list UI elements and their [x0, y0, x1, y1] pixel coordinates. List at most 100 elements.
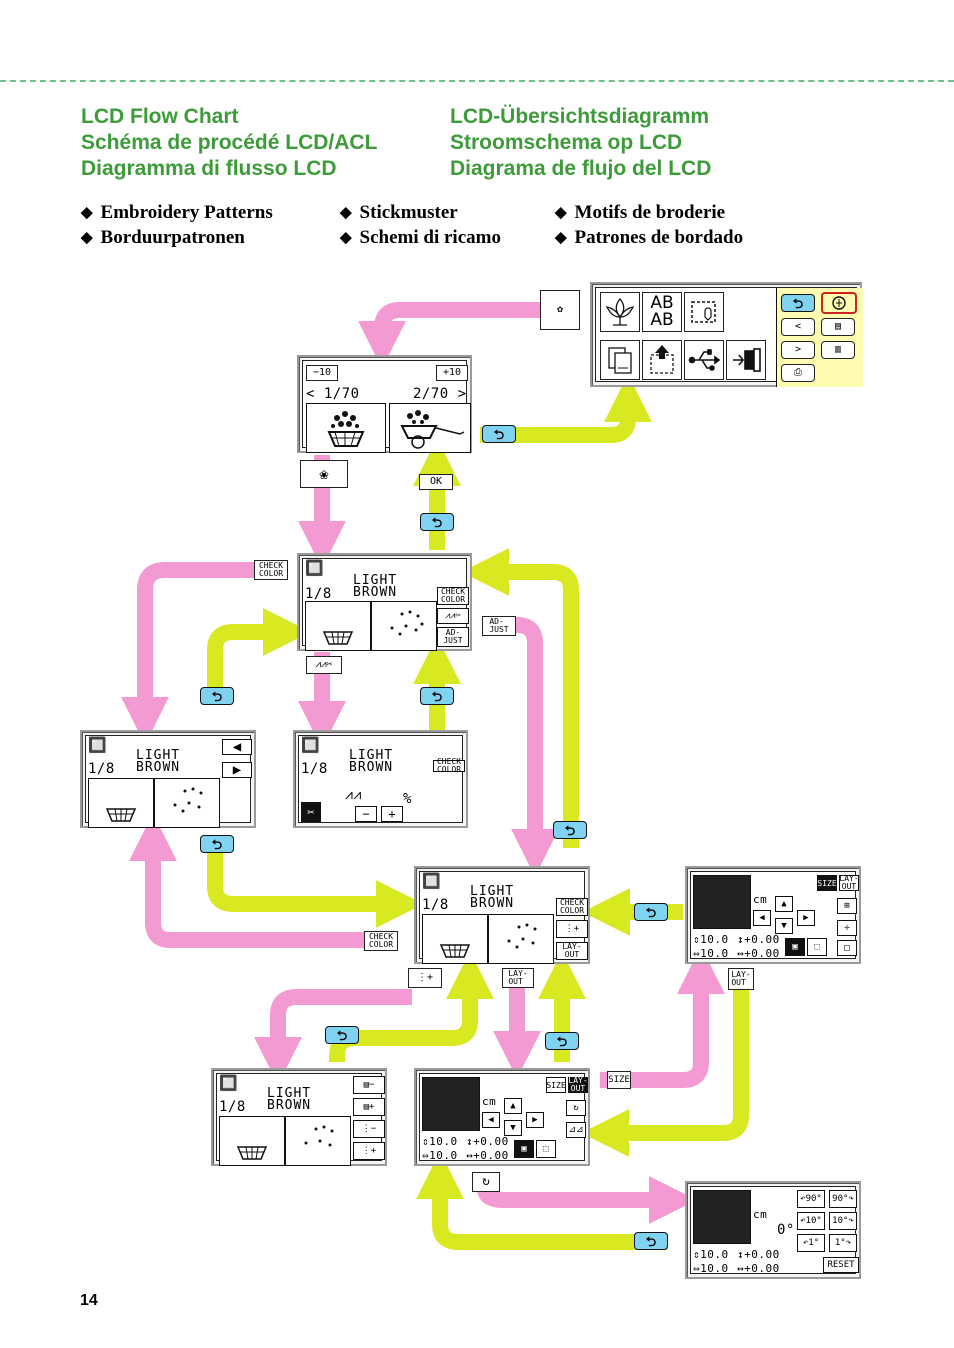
stitch-forward-many-icon[interactable]: ▤+	[353, 1098, 385, 1116]
rotate-plus1-button[interactable]: 1°↷	[829, 1234, 857, 1252]
color-prev-button[interactable]: ◀	[222, 739, 252, 755]
touch-needle[interactable]: ⋮+	[408, 968, 442, 988]
color-next-button[interactable]: ▶	[222, 762, 252, 778]
stitch-mode-icon[interactable]: ▣	[785, 938, 805, 956]
next-page-label[interactable]: 2/70 >	[413, 386, 467, 402]
arrow-pink-to-rotate	[477, 1176, 697, 1224]
needle-position-button[interactable]: ⋮+	[556, 920, 588, 938]
minus-ten-button[interactable]: −10	[306, 365, 338, 381]
h-offset-label: ↔+0.00	[466, 1149, 509, 1162]
enlarge-icon[interactable]: ⊞	[837, 898, 857, 914]
stitch-select-button[interactable]: ⩘⩘✂	[437, 608, 469, 624]
move-down-icon[interactable]: ▼	[775, 918, 793, 934]
touch-back-icon-6[interactable]: ⮌	[200, 835, 234, 853]
layout-tab[interactable]: LAY- OUT	[568, 1076, 588, 1093]
check-color-button[interactable]: CHECK COLOR	[433, 758, 465, 774]
rotate-icon[interactable]: ↻	[566, 1100, 586, 1116]
usb-icon[interactable]	[684, 340, 724, 380]
move-up-icon[interactable]: ▲	[504, 1098, 522, 1114]
rotate-plus10-button[interactable]: 10°↷	[829, 1212, 857, 1230]
rotate-minus1-button[interactable]: ↶1°	[797, 1234, 825, 1252]
rotate-plus90-button[interactable]: 90°↷	[829, 1190, 857, 1208]
move-left-icon[interactable]: ◀	[753, 910, 771, 926]
touch-back-icon-3[interactable]: ⮌	[200, 687, 234, 705]
memory-pattern-icon[interactable]	[600, 340, 640, 380]
touch-back-icon-2[interactable]: ⮌	[482, 425, 516, 443]
mirror-icon[interactable]: ⊿⊿	[566, 1122, 586, 1138]
touch-back-icon-4[interactable]: ⮌	[420, 687, 454, 705]
move-up-icon[interactable]: ▲	[775, 896, 793, 912]
move-right-icon[interactable]: ▶	[526, 1112, 544, 1128]
touch-back-icon-9[interactable]: ⮌	[545, 1032, 579, 1050]
pocket-memory-icon[interactable]	[642, 340, 682, 380]
next-arrow-icon[interactable]: >	[781, 341, 815, 359]
touch-back-icon-5[interactable]: ⮌	[553, 821, 587, 839]
percent-label: %	[403, 791, 412, 807]
pattern-thumb-cart[interactable]	[389, 403, 471, 453]
sewing-guide-icon[interactable]: ⎙	[781, 364, 815, 382]
rotate-minus10-label: 10°	[805, 1215, 822, 1226]
move-right-icon[interactable]: ▶	[797, 910, 815, 926]
prev-page-label[interactable]: < 1/70	[306, 386, 360, 402]
scissors-icon[interactable]: ✂	[301, 802, 321, 822]
touch-back-icon-10[interactable]: ⮌	[634, 1232, 668, 1250]
pattern-thumb-basket[interactable]	[306, 403, 386, 453]
touch-adjust[interactable]: AD- JUST	[482, 616, 516, 636]
home-back-button[interactable]: ⮌	[781, 294, 815, 312]
color-count: 1/8	[305, 586, 332, 602]
rotate-plus10-label: 10°	[832, 1215, 849, 1226]
trial-icon[interactable]: ⬚	[536, 1140, 556, 1158]
color-name-line2: BROWN	[136, 760, 181, 775]
increase-button[interactable]: +	[381, 806, 403, 822]
layout-tab[interactable]: LAY- OUT	[839, 874, 859, 891]
center-icon[interactable]: ✛	[837, 920, 857, 936]
explanation-icon[interactable]: ▤	[821, 318, 855, 336]
touch-check-color-2[interactable]: CHECK COLOR	[364, 931, 398, 951]
reset-button[interactable]: RESET	[823, 1257, 859, 1273]
touch-flower-icon[interactable]: ✿	[540, 290, 580, 330]
prev-arrow-icon[interactable]: <	[781, 318, 815, 336]
rotate-minus90-button[interactable]: ↶90°	[797, 1190, 825, 1208]
unit-label: cm	[753, 1208, 768, 1221]
embroidery-mode-icon[interactable]	[821, 292, 857, 314]
color-name-line2: BROWN	[349, 760, 394, 775]
title-fr: Schéma de procédé LCD/ACL	[81, 131, 378, 154]
stitch-back-many-icon[interactable]: ▤−	[353, 1076, 385, 1094]
touch-back-icon-7[interactable]: ⮌	[634, 903, 668, 921]
touch-back-icon-8[interactable]: ⮌	[325, 1026, 359, 1044]
touch-ok-button[interactable]: OK	[419, 474, 453, 490]
arrow-pink-check-up	[129, 813, 366, 948]
move-left-icon[interactable]: ◀	[482, 1112, 500, 1128]
trial-icon[interactable]: ⬚	[807, 938, 827, 956]
frame-pattern-icon[interactable]	[684, 292, 724, 332]
adjust-button[interactable]: AD- JUST	[437, 627, 469, 647]
size-tab[interactable]: SIZE	[817, 875, 837, 891]
touch-layout-2[interactable]: LAY- OUT	[728, 968, 754, 990]
stitch-back-icon[interactable]: ⋮−	[353, 1120, 385, 1138]
touch-stitch-select[interactable]: ⩘⩘✂	[306, 656, 342, 674]
stitch-forward-icon[interactable]: ⋮+	[353, 1142, 385, 1160]
frame-check-icon[interactable]: □	[837, 940, 857, 956]
touch-check-color-1[interactable]: CHECK COLOR	[254, 560, 288, 580]
touch-rotate-icon[interactable]: ↻	[472, 1172, 500, 1192]
touch-size[interactable]: SIZE	[607, 1071, 631, 1089]
rotate-minus10-button[interactable]: ↶10°	[797, 1212, 825, 1230]
touch-layout-1[interactable]: LAY- OUT	[502, 968, 534, 988]
stitch-mode-icon[interactable]: ▣	[514, 1140, 534, 1158]
layout-button[interactable]: LAY- OUT	[556, 942, 588, 960]
decrease-button[interactable]: −	[355, 806, 377, 822]
touch-pattern-icon[interactable]: ❀	[300, 460, 348, 488]
move-down-icon[interactable]: ▼	[504, 1120, 522, 1136]
touch-back-icon-1[interactable]: ⮌	[420, 513, 454, 531]
check-color-button[interactable]: CHECK COLOR	[437, 587, 469, 605]
settings-icon[interactable]: ▥	[821, 341, 855, 359]
plus-ten-button[interactable]: +10	[436, 365, 468, 381]
computer-memory-icon[interactable]	[726, 340, 766, 380]
size-tab[interactable]: SIZE	[546, 1077, 566, 1093]
check-color-button[interactable]: CHECK COLOR	[556, 898, 588, 916]
flower-pattern-icon[interactable]	[600, 292, 640, 332]
dashed-rule	[0, 80, 954, 82]
pattern-list-inner: −10 +10 < 1/70 2/70 >	[302, 360, 471, 453]
